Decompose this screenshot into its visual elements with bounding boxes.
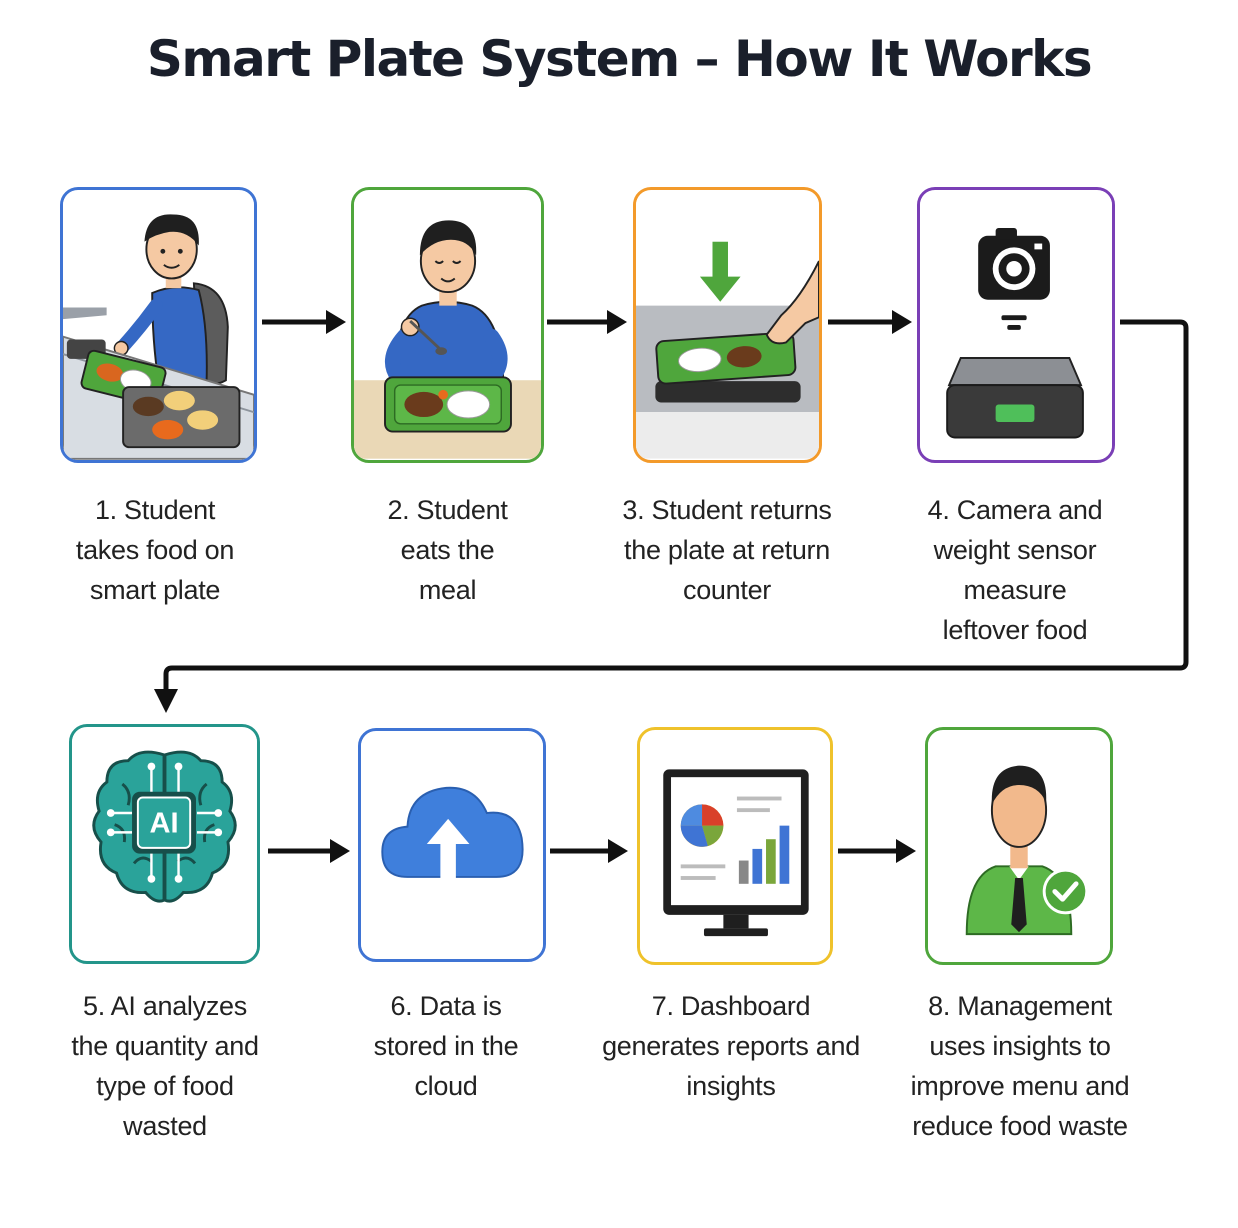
cloud-upload-icon [361, 731, 543, 959]
step-1-caption: 1. Student takes food on smart plate [75, 495, 235, 605]
step-6-box [358, 728, 546, 962]
arrow-1-to-2 [262, 310, 346, 334]
step-7-caption: 7. Dashboard generates reports and insig… [602, 991, 860, 1101]
step-8-caption: 8. Management uses insights to improve m… [910, 991, 1130, 1141]
step-3-caption: 3. Student returns the plate at return c… [622, 495, 832, 605]
step-4-caption: 4. Camera and weight sensor measure left… [927, 495, 1103, 645]
arrow-4-to-5-connector [154, 319, 1189, 713]
student-eating-icon [354, 191, 541, 459]
student-serving-icon [63, 191, 254, 460]
step-7-box [637, 727, 833, 965]
ai-brain-icon: AI [72, 727, 257, 961]
step-8-box [925, 727, 1113, 965]
dashboard-monitor-icon [640, 730, 830, 962]
step-5-caption: 5. AI analyzes the quantity and type of … [71, 991, 259, 1141]
step-3-box [633, 187, 822, 463]
arrow-3-to-4 [828, 310, 912, 334]
diagram-title: Smart Plate System – How It Works [146, 30, 1093, 88]
step-5-box: AI [69, 724, 260, 964]
arrow-6-to-7 [550, 839, 628, 863]
plate-return-icon [636, 191, 819, 459]
arrow-2-to-3 [547, 310, 627, 334]
manager-check-icon [928, 730, 1110, 962]
arrow-7-to-8 [838, 839, 916, 863]
step-2-box [351, 187, 544, 463]
step-2-caption: 2. Student eats the meal [387, 495, 508, 605]
step-1-box [60, 187, 257, 463]
ai-chip-label: AI [149, 807, 178, 839]
arrow-5-to-6 [268, 839, 350, 863]
step-6-caption: 6. Data is stored in the cloud [373, 991, 519, 1101]
step-4-box [917, 187, 1115, 463]
camera-scale-icon [920, 191, 1112, 459]
